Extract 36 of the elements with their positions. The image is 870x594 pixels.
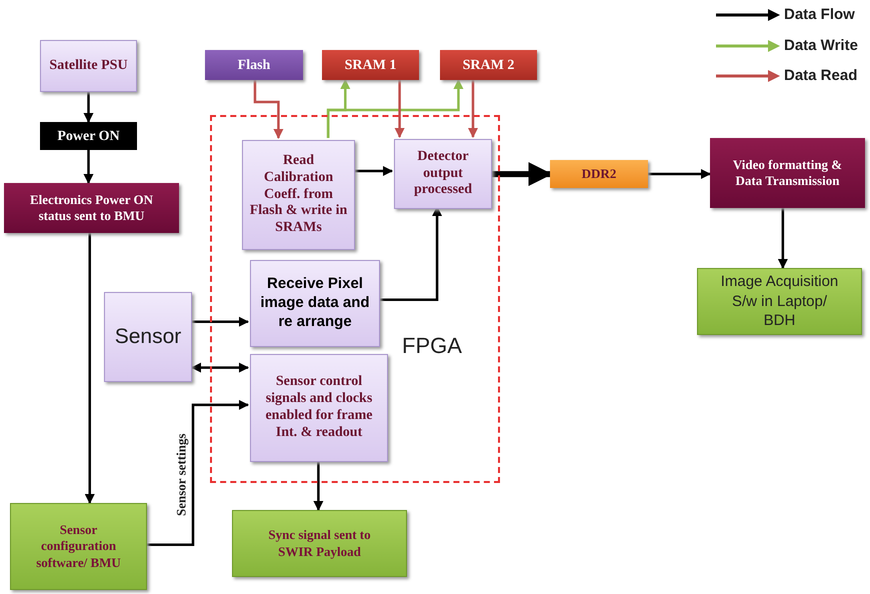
arrow (648, 169, 711, 179)
arrow (192, 316, 249, 327)
memory-box: SRAM 1 (322, 50, 419, 80)
sensor-box: Sensor (104, 292, 192, 382)
legend-label: Data Write (784, 36, 858, 56)
arrow (84, 150, 94, 184)
process-box: Detector output processed (394, 139, 492, 209)
process-box: Sensor control signals and clocks enabled for frame Int. & readout (250, 354, 388, 462)
fpga-boundary (210, 115, 500, 483)
arrow (490, 162, 552, 186)
memory-box: DDR2 (550, 160, 648, 188)
memory-box: SRAM 2 (440, 50, 537, 80)
memory-box: Flash (205, 50, 303, 80)
arrow (394, 80, 405, 138)
process-box: Receive Pixel image data and re arrange (250, 260, 380, 347)
process-box: Sync signal sent to SWIR Payload (232, 510, 407, 577)
arrow (313, 460, 324, 511)
arrow (147, 400, 249, 546)
process-box: Read Calibration Coeff. from Flash & write in SRAMs (242, 140, 355, 250)
process-box: Image Acquisition S/w in Laptop/ BDH (697, 268, 862, 335)
process-box: Electronics Power ON status sent to BMU (4, 183, 179, 233)
arrow (353, 166, 393, 176)
arrow (84, 92, 94, 123)
process-box: Power ON (40, 122, 137, 150)
arrow (326, 79, 464, 138)
arrow (84, 233, 95, 504)
arrow (191, 362, 249, 373)
group-label: FPGA (402, 332, 462, 360)
legend-label: Data Flow (784, 5, 855, 25)
process-box: Satellite PSU (40, 40, 137, 92)
process-box: Sensor configuration software/ BMU (10, 503, 147, 590)
legend-label: Data Read (784, 66, 858, 86)
arrow (254, 80, 284, 139)
process-box: Video formatting & Data Transmission (710, 138, 865, 208)
arrow (778, 208, 788, 269)
arrow (468, 80, 478, 138)
